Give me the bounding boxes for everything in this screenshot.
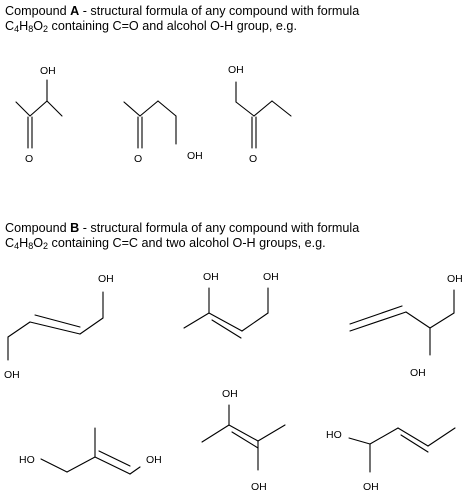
carbonyl-o-label: O (25, 153, 33, 165)
compound-b-letter: B (70, 221, 80, 235)
compound-a-formula: C4H8O2 (5, 19, 49, 34)
compound-a-line-1: Compound A - structural formula of any c… (5, 4, 359, 19)
compound-b-structure-3: OH OH (349, 273, 463, 379)
oh-label: OH (187, 150, 203, 162)
compound-b-prefix: Compound (5, 221, 71, 235)
compound-b-structure-2: OH OH (183, 271, 279, 339)
compound-a-prefix: Compound (5, 4, 71, 18)
compound-a-structure-3: OH O (228, 64, 292, 165)
oh-label: OH (203, 271, 219, 283)
oh-label: OH (4, 369, 20, 381)
compound-a-structure-2: O OH (123, 100, 203, 165)
oh-label: OH (146, 454, 162, 466)
compound-b-heading: Compound B - structural formula of any c… (5, 221, 359, 251)
oh-label: OH (222, 388, 238, 400)
carbonyl-o-label: O (249, 153, 257, 165)
oh-label: OH (40, 65, 56, 77)
oh-label: OH (447, 273, 463, 285)
ho-label: HO (326, 429, 342, 441)
oh-label: OH (363, 481, 379, 493)
compound-a-condition: containing C=O and alcohol O-H group, e.… (48, 19, 297, 33)
compound-a-heading: Compound A - structural formula of any c… (5, 4, 359, 34)
compound-b-line-2: C4H8O2 containing C=C and two alcohol O-… (5, 236, 359, 251)
oh-label: OH (263, 271, 279, 283)
oh-label: OH (98, 273, 114, 285)
oh-label: OH (410, 367, 426, 379)
compound-b-condition: containing C=C and two alcohol O-H group… (48, 236, 326, 250)
compound-a-suffix: - structural formula of any compound wit… (79, 4, 360, 18)
oh-label: OH (251, 481, 267, 493)
compound-b-structure-5: OH OH (201, 388, 286, 493)
compound-b-formula: C4H8O2 (5, 236, 49, 251)
compound-a-structure-1: OH O (15, 65, 63, 165)
carbonyl-o-label: O (134, 153, 142, 165)
compound-b-line-1: Compound B - structural formula of any c… (5, 221, 359, 236)
compound-b-suffix: - structural formula of any compound wit… (79, 221, 360, 235)
compound-b-structure-6: HO OH (326, 427, 456, 493)
compound-b-structure-4: HO OH (19, 427, 162, 475)
ho-label: HO (19, 454, 35, 466)
oh-label: OH (228, 64, 244, 76)
compound-b-structure-1: OH OH (4, 273, 114, 381)
compound-a-line-2: C4H8O2 containing C=O and alcohol O-H gr… (5, 19, 359, 34)
compound-a-letter: A (70, 4, 80, 18)
